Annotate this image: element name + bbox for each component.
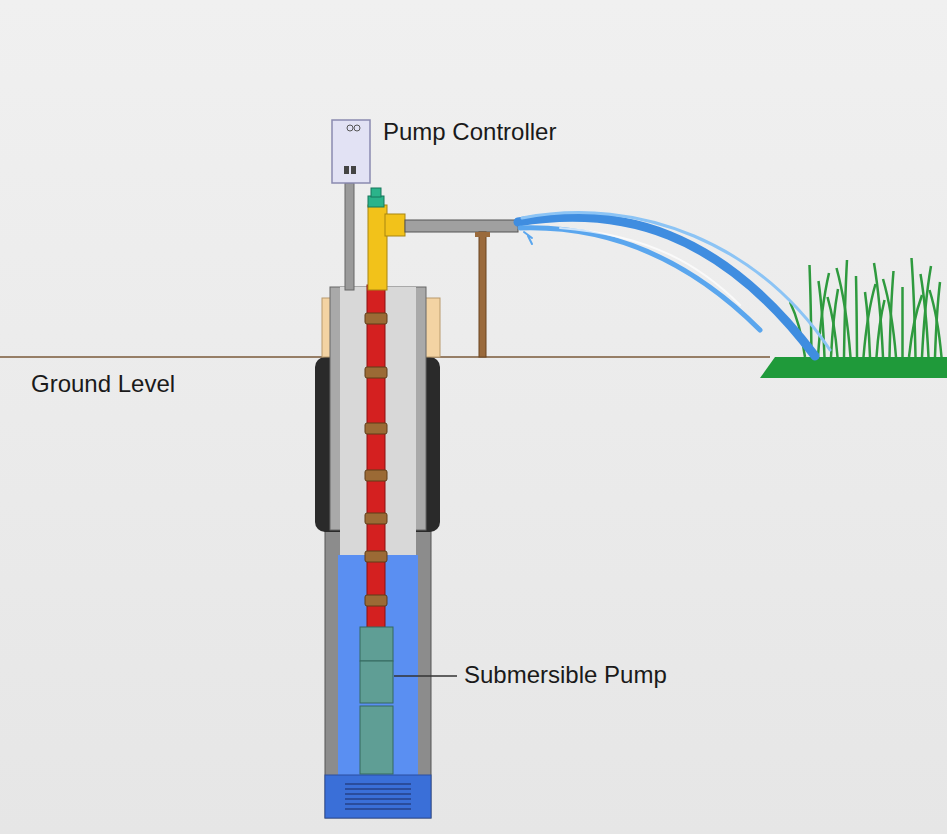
grass-blade xyxy=(874,263,883,357)
leader-line xyxy=(394,675,457,677)
pipe-coupling xyxy=(365,470,387,481)
screen-slot xyxy=(345,808,411,810)
screen-slots xyxy=(345,784,411,809)
switch xyxy=(351,166,356,174)
drop-pipe xyxy=(367,285,385,630)
ground-label: Ground Level xyxy=(31,370,175,398)
grass-blade xyxy=(930,290,942,357)
grass-blade xyxy=(912,258,916,357)
valve xyxy=(368,196,384,207)
valve-cap xyxy=(371,188,381,197)
support-cap xyxy=(475,232,490,237)
pump-head xyxy=(360,627,393,661)
grass xyxy=(790,258,942,357)
pipe-coupling xyxy=(365,313,387,324)
elbow xyxy=(385,214,405,236)
indicator xyxy=(347,125,353,131)
screen-slot xyxy=(345,803,411,805)
pump-body xyxy=(360,661,393,703)
well-screen xyxy=(325,775,431,818)
pump-motor xyxy=(360,706,393,774)
grass-blade xyxy=(819,281,825,357)
grass-blade xyxy=(883,279,896,357)
pipe-support xyxy=(479,232,486,357)
grass-blade xyxy=(865,292,870,357)
pipe-coupling xyxy=(365,595,387,606)
component-label: Submersible Pump xyxy=(464,661,667,689)
riser-pipe xyxy=(368,205,387,290)
grass-blade xyxy=(837,268,851,357)
indicator xyxy=(354,125,360,131)
pipe-coupling xyxy=(365,367,387,378)
pump-controller-box xyxy=(332,120,370,183)
grass-blade xyxy=(856,276,857,357)
screen-slot xyxy=(345,783,411,785)
pipe-coupling xyxy=(365,551,387,562)
screen-slot xyxy=(345,788,411,790)
pipe-couplings xyxy=(365,313,387,606)
component-label: Pump Controller xyxy=(383,118,556,146)
pipe-coupling xyxy=(365,423,387,434)
grass-blade xyxy=(864,284,876,357)
pipe-coupling xyxy=(365,513,387,524)
grass-ground xyxy=(760,357,947,378)
conduit xyxy=(345,183,354,290)
discharge-pipe xyxy=(405,220,518,232)
screen-slot xyxy=(345,798,411,800)
grass-blade xyxy=(901,287,904,357)
water-spray xyxy=(518,212,830,356)
screen-slot xyxy=(345,793,411,795)
grass-blade xyxy=(921,274,929,357)
switch xyxy=(344,166,349,174)
